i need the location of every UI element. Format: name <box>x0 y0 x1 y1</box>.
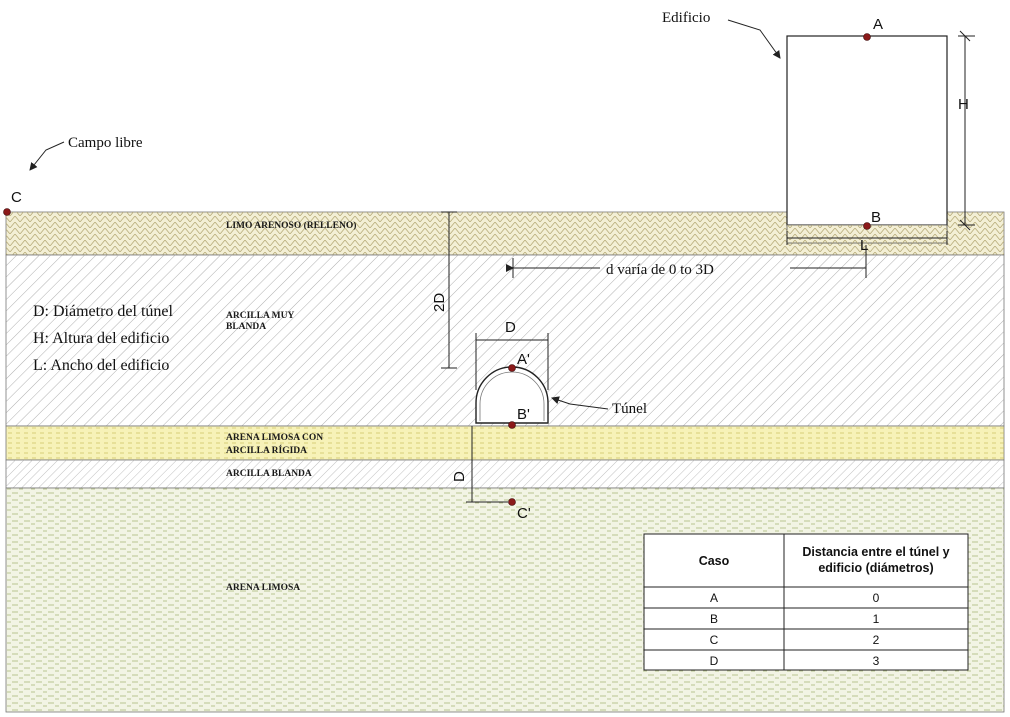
legend-width: L: Ancho del edificio <box>33 357 169 374</box>
table-cell-distance: 2 <box>873 633 880 647</box>
table-cell-case: B <box>710 612 718 626</box>
table-cell-distance: 0 <box>873 591 880 605</box>
layer-label-fill: LIMO ARENOSO (RELLENO) <box>226 220 356 231</box>
building-label: Edificio <box>662 10 710 26</box>
table-cell-case: D <box>710 654 719 668</box>
tunnel-leader-arrow <box>551 396 609 410</box>
point-b-prime-label: B' <box>517 406 530 423</box>
table-header-case: Caso <box>699 554 730 568</box>
building <box>786 35 948 244</box>
point-b-prime-marker <box>508 421 516 429</box>
depth-below-label: D <box>451 471 468 482</box>
point-a-prime-marker <box>508 364 516 372</box>
legend-diameter: D: Diámetro del túnel <box>33 303 174 320</box>
monitoring-points <box>3 33 871 506</box>
layer-label-stiff-1: ARENA LIMOSA CON <box>226 433 323 443</box>
two-d-label: 2D <box>431 293 448 312</box>
layer-label-very-soft-clay-2: BLANDA <box>226 322 266 332</box>
distance-range-label: d varía de 0 to 3D <box>606 262 714 278</box>
table-cell-distance: 1 <box>873 612 880 626</box>
layer-label-soft-clay: ARCILLA BLANDA <box>226 469 312 479</box>
free-field-label: Campo libre <box>68 135 143 151</box>
free-field-leader-arrow <box>29 141 65 171</box>
height-label: H <box>958 96 969 113</box>
table-header-distance-1: Distancia entre el túnel y <box>802 545 949 559</box>
layer-label-very-soft-clay-1: ARCILLA MUY <box>226 311 294 321</box>
table-cell-case: C <box>710 633 719 647</box>
depth-below-dimension <box>466 426 508 503</box>
building-leader-arrow <box>727 19 781 59</box>
point-c-prime-marker <box>508 498 516 506</box>
point-b-label: B <box>871 209 881 226</box>
legend-height: H: Altura del edificio <box>33 330 169 347</box>
width-label: L <box>860 237 868 254</box>
point-b-marker <box>863 222 871 230</box>
tunnel-label: Túnel <box>612 401 647 417</box>
table-cell-case: A <box>710 591 718 605</box>
point-c-label: C <box>11 189 22 206</box>
point-a-label: A <box>873 16 883 33</box>
tunnel <box>475 366 549 424</box>
layer-label-stiff-2: ARCILLA RÍGIDA <box>226 444 307 456</box>
table-header-distance-2: edificio (diámetros) <box>818 561 933 575</box>
cases-table: Caso Distancia entre el túnel y edificio… <box>643 533 969 671</box>
width-dimension <box>786 231 948 245</box>
point-c-marker <box>3 208 11 216</box>
point-a-prime-label: A' <box>517 351 530 368</box>
two-d-dimension <box>441 211 457 369</box>
layer-label-silty-sand: ARENA LIMOSA <box>226 583 300 593</box>
distance-range-dimension <box>506 245 867 278</box>
tunnel-diameter-label: D <box>505 319 516 336</box>
point-c-prime-label: C' <box>517 505 531 522</box>
height-dimension <box>958 30 975 231</box>
point-a-marker <box>863 33 871 41</box>
tunnel-diameter-dimension <box>475 333 549 390</box>
table-cell-distance: 3 <box>873 654 880 668</box>
